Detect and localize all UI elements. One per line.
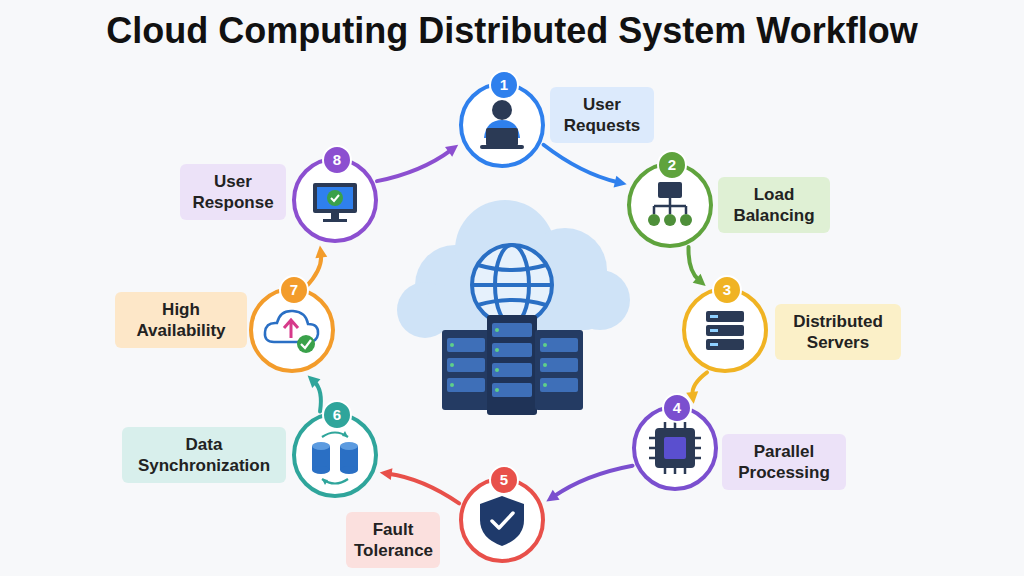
step-circle: 3Distributed Servers [682, 287, 768, 373]
flow-arrow [380, 468, 459, 503]
cloud-illustration [397, 200, 630, 415]
step-number: 6 [322, 400, 352, 430]
step-number: 2 [657, 150, 687, 180]
monitor-icon [313, 183, 357, 222]
step-label: Data Synchronization [122, 427, 286, 484]
step-circle: 1User Requests [459, 82, 545, 168]
step-label: Fault Tolerance [346, 512, 440, 569]
shield-icon [480, 496, 524, 546]
step-label: Parallel Processing [722, 434, 846, 491]
step-number: 7 [279, 275, 309, 305]
step-number: 3 [712, 275, 742, 305]
step-number: 1 [489, 70, 519, 100]
step-label: High Availability [115, 292, 247, 349]
flow-arrow [546, 466, 632, 502]
user-icon [480, 100, 524, 149]
step-label: User Response [180, 164, 286, 221]
database-icon [312, 431, 358, 485]
flow-arrow [688, 247, 705, 286]
step-number: 8 [322, 145, 352, 175]
flow-arrow [306, 246, 327, 287]
step-circle: 8User Response [292, 157, 378, 243]
diagram-title: Cloud Computing Distributed System Workf… [0, 10, 1024, 52]
step-circle: 6Data Synchronization [292, 412, 378, 498]
server-icon [706, 311, 744, 350]
step-circle: 5Fault Tolerance [459, 477, 545, 563]
step-number: 5 [489, 465, 519, 495]
processor-icon [649, 422, 701, 474]
flow-arrow [377, 145, 458, 181]
step-number: 4 [662, 393, 692, 423]
flow-arrow [544, 145, 627, 188]
step-circle: 7High Availability [249, 287, 335, 373]
cloud-icon [265, 311, 318, 353]
step-label: Load Balancing [718, 177, 830, 234]
step-circle: 2Load Balancing [627, 162, 713, 248]
load-balancer-icon [648, 182, 692, 226]
step-label: User Requests [550, 87, 654, 144]
step-label: Distributed Servers [775, 304, 901, 361]
flow-arrow [308, 375, 321, 411]
step-circle: 4Parallel Processing [632, 405, 718, 491]
